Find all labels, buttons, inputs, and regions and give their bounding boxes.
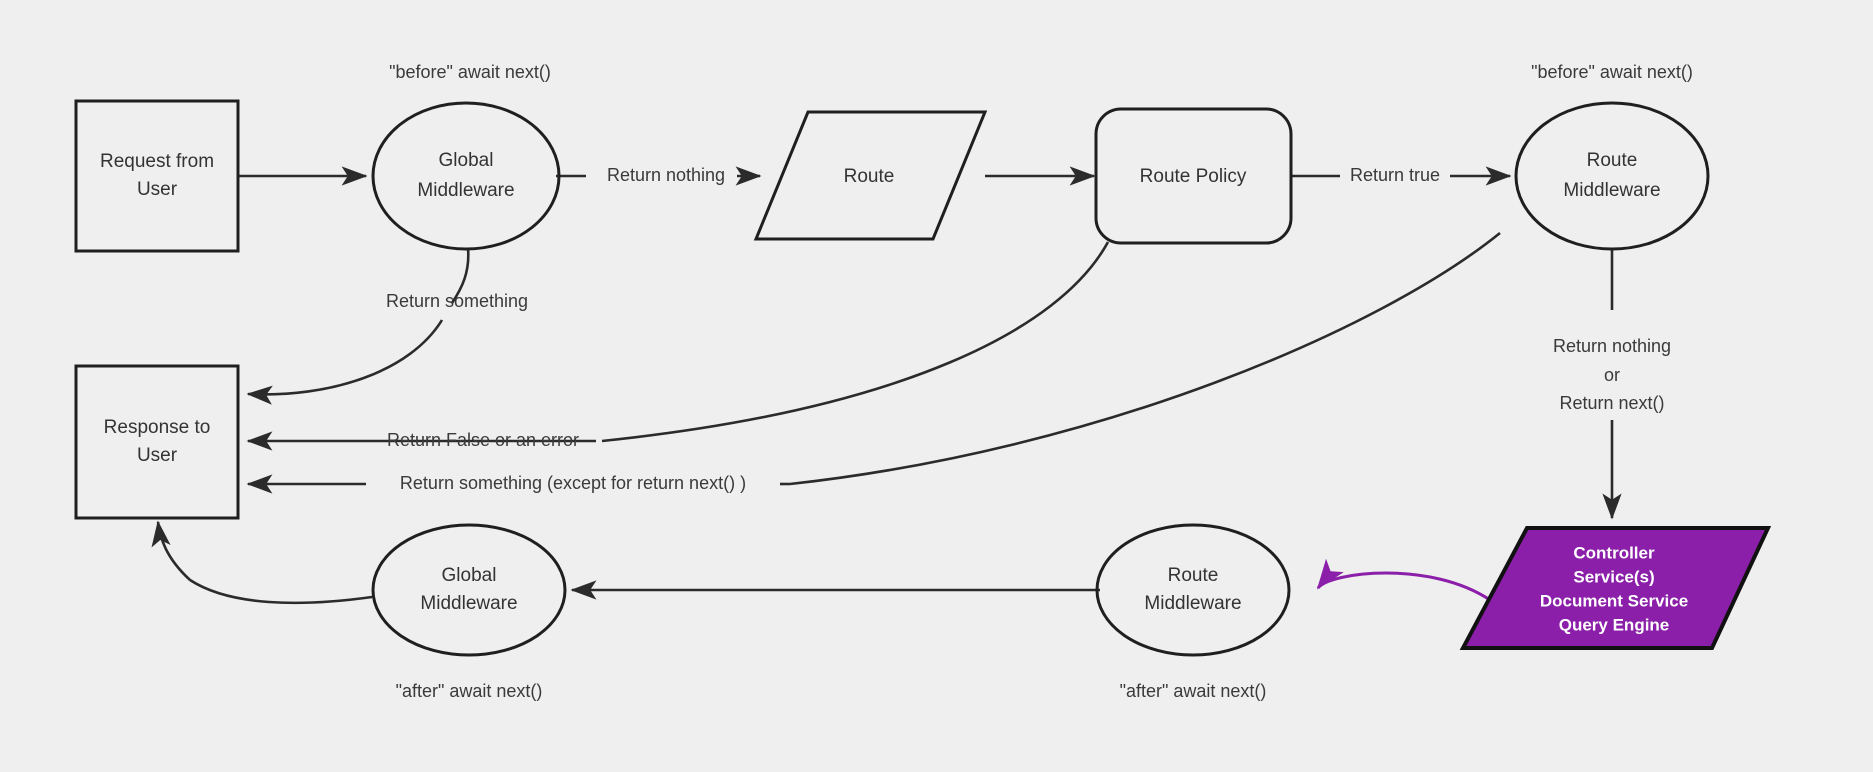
annotation-before-await-next-global: "before" await next() xyxy=(389,62,551,82)
global-middleware-top-label-line1: Global xyxy=(439,150,494,171)
annotation-before-await-next-route: "before" await next() xyxy=(1531,62,1693,82)
global-middleware-top-label-line2: Middleware xyxy=(417,180,514,201)
route-node-parallelogram xyxy=(753,110,988,241)
route-policy-rect xyxy=(1094,107,1293,245)
node-route[interactable]: Route xyxy=(753,110,988,241)
edge-global-middleware-return-something-upper xyxy=(450,247,470,304)
node-global-middleware-top[interactable]: Global Middleware xyxy=(371,101,561,251)
request-node-rect xyxy=(74,99,240,253)
route-node-label: Route xyxy=(844,166,895,187)
edge-global-middleware-bottom-to-response-curve xyxy=(189,578,373,605)
edge-controller-to-route-middleware-bottom xyxy=(1316,558,1491,602)
edge-label-return-nothing-or-next-line1: Return nothing xyxy=(1553,336,1671,356)
controller-label-line4: Query Engine xyxy=(1559,615,1670,634)
route-middleware-top-ellipse xyxy=(1514,101,1710,251)
node-request-from-user[interactable]: Request from User xyxy=(74,99,240,253)
controller-label-line1: Controller xyxy=(1573,543,1655,562)
response-node-rect xyxy=(74,364,240,520)
edge-route-policy-return-false-curve xyxy=(601,241,1110,443)
edge-label-return-nothing-or-next-line3: Return next() xyxy=(1559,393,1664,413)
node-route-middleware-top[interactable]: Route Middleware xyxy=(1514,101,1710,251)
edge-label-return-true: Return true xyxy=(1350,165,1440,185)
edge-label-return-nothing-or-next-line2: or xyxy=(1604,365,1620,385)
request-node-label-line1: Request from xyxy=(100,151,214,172)
node-route-middleware-bottom[interactable]: Route Middleware xyxy=(1095,523,1291,657)
controller-label-line3: Document Service xyxy=(1540,591,1688,610)
route-middleware-top-label-line2: Middleware xyxy=(1563,180,1660,201)
edge-label-return-something-except: Return something (except for return next… xyxy=(400,473,746,493)
request-node-label-line2: User xyxy=(137,179,178,200)
edge-label-return-nothing: Return nothing xyxy=(607,165,725,185)
annotation-after-await-next-global: "after" await next() xyxy=(396,681,543,701)
route-middleware-top-label-line1: Route xyxy=(1587,150,1638,171)
edge-label-return-something: Return something xyxy=(386,291,528,311)
global-middleware-bottom-label-line1: Global xyxy=(442,565,497,586)
route-policy-label: Route Policy xyxy=(1140,166,1247,187)
route-middleware-bottom-label-line1: Route xyxy=(1168,565,1219,586)
global-middleware-bottom-ellipse xyxy=(371,523,567,657)
response-node-label-line1: Response to xyxy=(104,417,211,438)
annotation-after-await-next-route: "after" await next() xyxy=(1120,681,1267,701)
node-route-policy[interactable]: Route Policy xyxy=(1094,107,1293,245)
response-node-label-line2: User xyxy=(137,445,178,466)
node-controller-services[interactable]: Controller Service(s) Document Service Q… xyxy=(1459,526,1772,650)
route-middleware-bottom-label-line2: Middleware xyxy=(1144,593,1241,614)
route-middleware-bottom-ellipse xyxy=(1095,523,1291,657)
node-global-middleware-bottom[interactable]: Global Middleware xyxy=(371,523,567,657)
edge-route-middleware-return-something-curve xyxy=(789,231,1501,486)
controller-label-line2: Service(s) xyxy=(1573,567,1654,586)
node-response-to-user[interactable]: Response to User xyxy=(74,364,240,520)
global-middleware-bottom-label-line2: Middleware xyxy=(420,593,517,614)
controller-node-parallelogram xyxy=(1459,526,1772,650)
edge-global-middleware-return-something-lower xyxy=(246,319,444,405)
global-middleware-top-ellipse xyxy=(371,101,561,251)
edge-label-return-false-or-error: Return False or an error xyxy=(387,430,579,450)
edge-global-middleware-bottom-to-response-arrow xyxy=(151,520,191,581)
